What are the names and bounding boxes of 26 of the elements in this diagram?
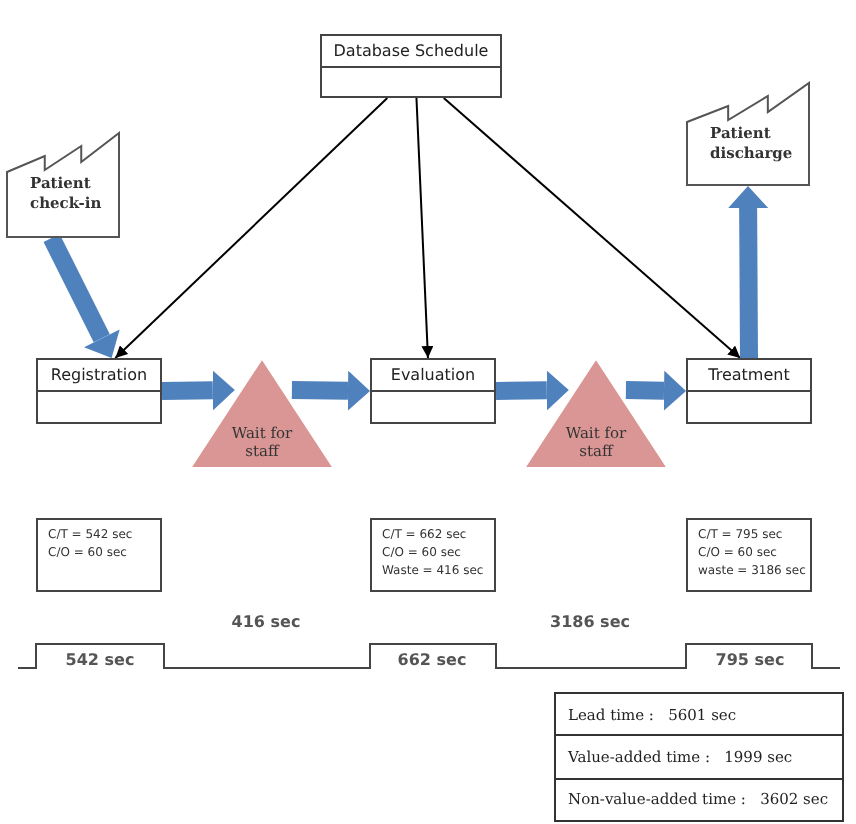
block-arrow <box>161 370 235 411</box>
time-label: 662 sec <box>397 651 467 669</box>
block-arrow <box>728 186 769 359</box>
time-label: 795 sec <box>715 651 785 669</box>
summary-table <box>554 692 844 822</box>
process-label: Evaluation <box>372 360 494 392</box>
time-label: 416 sec <box>231 613 301 631</box>
arrow <box>114 97 389 359</box>
process-box <box>36 358 162 424</box>
data-box <box>370 518 496 592</box>
process-box <box>320 34 502 98</box>
process-label: Database Schedule <box>322 36 500 68</box>
process-box <box>686 358 812 424</box>
time-label: 542 sec <box>65 651 135 669</box>
data-box <box>36 518 162 592</box>
block-arrow <box>291 370 370 411</box>
process-box <box>370 358 496 424</box>
arrow <box>442 97 742 359</box>
data-box <box>686 518 812 592</box>
block-arrow <box>43 233 120 358</box>
block-arrow <box>495 370 569 411</box>
process-label: Registration <box>38 360 160 392</box>
block-arrow <box>625 370 686 411</box>
arrow <box>415 97 434 359</box>
process-label: Treatment <box>688 360 810 392</box>
time-label: 3186 sec <box>550 613 630 631</box>
